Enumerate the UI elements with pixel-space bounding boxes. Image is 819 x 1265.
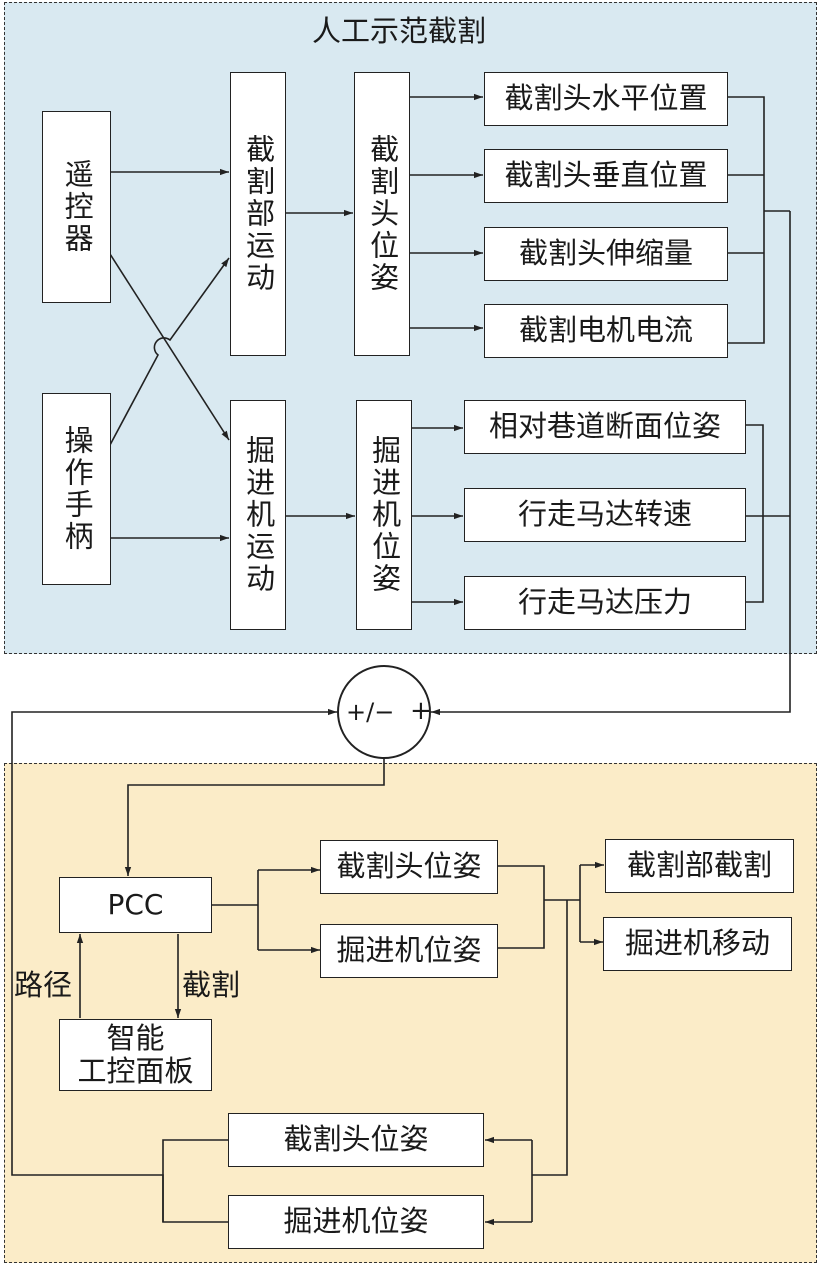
cutter-motion-box: 截割部运动: [230, 72, 286, 356]
head-horizontal-position-box: 截割头水平位置: [484, 72, 728, 126]
summing-node-minus-label: +/−: [346, 698, 395, 726]
head-telescopic-box: 截割头伸缩量: [484, 227, 728, 281]
path-label: 路径: [14, 968, 73, 1002]
machine-pose-box: 掘进机位姿: [356, 400, 412, 630]
roadway-section-pose-box: 相对巷道断面位姿: [464, 400, 746, 454]
operation-handle-box: 操作手柄: [42, 393, 111, 585]
cut-label: 截割: [182, 968, 241, 1002]
manual-demo-title: 人工示范截割: [312, 14, 487, 48]
walking-motor-speed-box: 行走马达转速: [464, 488, 746, 542]
summing-node-plus-label: +: [410, 696, 432, 726]
automatic-control-region: [4, 763, 817, 1263]
cutter-cutting-box: 截割部截割: [605, 839, 794, 893]
pcc-box: PCC: [59, 877, 212, 933]
remote-controller-box: 遥控器: [42, 111, 111, 303]
walking-motor-pressure-box: 行走马达压力: [464, 576, 746, 630]
machine-motion-box: 掘进机运动: [230, 400, 286, 630]
machine-movement-box: 掘进机移动: [603, 917, 792, 971]
feedback-head-pose-box: 截割头位姿: [228, 1113, 484, 1167]
intelligent-control-panel-box: 智能 工控面板: [59, 1019, 212, 1091]
cutting-motor-current-box: 截割电机电流: [484, 304, 728, 358]
cutting-head-pose-box: 截割头位姿: [354, 72, 410, 356]
bottom-head-pose-box: 截割头位姿: [320, 840, 498, 894]
head-vertical-position-box: 截割头垂直位置: [484, 149, 728, 203]
bottom-machine-pose-box: 掘进机位姿: [320, 924, 498, 978]
summing-node: [337, 665, 431, 759]
panel-line-1: 智能: [106, 1020, 165, 1055]
feedback-machine-pose-box: 掘进机位姿: [228, 1195, 484, 1249]
panel-line-2: 工控面板: [77, 1054, 194, 1088]
